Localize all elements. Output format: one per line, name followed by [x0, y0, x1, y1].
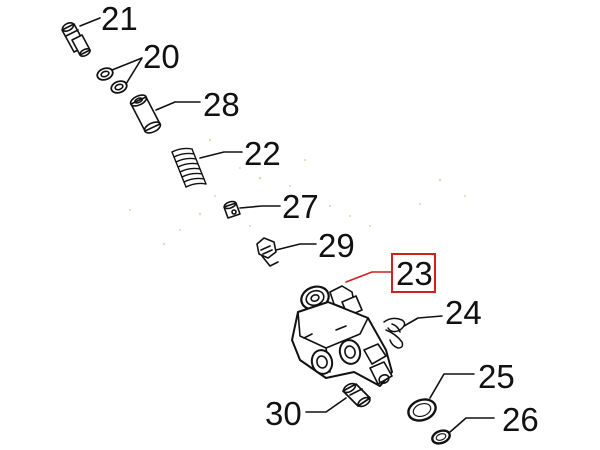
- part-24-clip-icon: [383, 317, 406, 349]
- part-label-23: 23: [396, 255, 433, 292]
- part-22-spring-icon: [171, 147, 207, 188]
- part-21-fitting-icon: [61, 22, 91, 57]
- part-28-bushing-icon: [129, 94, 162, 134]
- background-speckles: [129, 138, 466, 246]
- leader-24: [403, 315, 443, 327]
- leader-22: [199, 151, 243, 159]
- part-label-27: 27: [282, 188, 319, 225]
- part-label-20: 20: [143, 38, 180, 75]
- part-25-oring-icon: [407, 398, 437, 422]
- part-label-22: 22: [244, 135, 281, 172]
- leader-23: [345, 271, 393, 283]
- leader-29: [275, 243, 317, 251]
- leader-21: [79, 17, 101, 27]
- part-label-29: 29: [318, 227, 355, 264]
- part-label-28: 28: [203, 86, 240, 123]
- leader-20: [111, 57, 143, 85]
- leader-30: [305, 397, 347, 413]
- part-30-fitting-icon: [342, 382, 371, 408]
- leader-25: [429, 373, 475, 399]
- leader-26: [449, 417, 495, 433]
- part-23-highlight-box: [391, 253, 436, 293]
- part-label-26: 26: [502, 401, 539, 438]
- part-27-pin-icon: [223, 200, 241, 219]
- leader-28: [155, 101, 201, 111]
- part-label-21: 21: [101, 0, 138, 37]
- part-label-24: 24: [445, 294, 482, 331]
- part-26-oring-icon: [431, 429, 451, 445]
- part-29-hex-fitting-icon: [256, 237, 279, 267]
- part-label-25: 25: [478, 358, 515, 395]
- part-label-30: 30: [265, 395, 302, 432]
- leader-27: [239, 205, 281, 209]
- part-23-pump-housing-icon: [291, 285, 393, 387]
